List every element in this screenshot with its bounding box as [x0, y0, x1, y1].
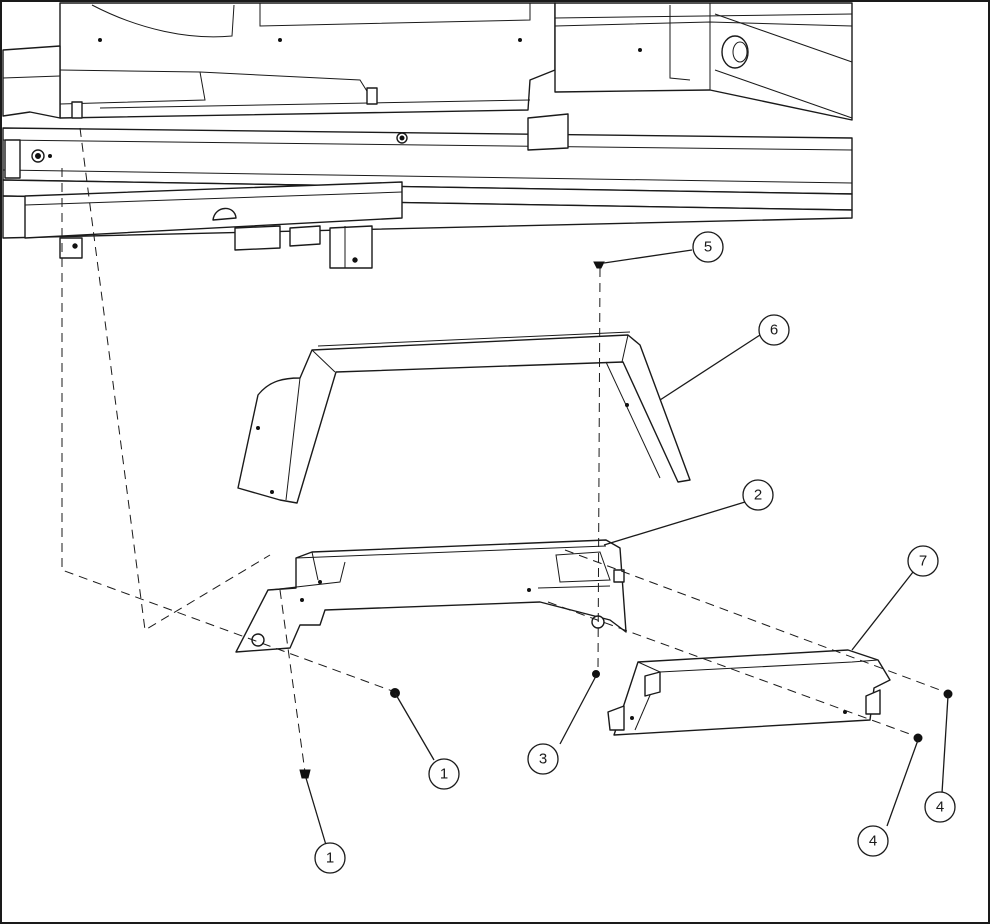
- callout-number: 1: [440, 766, 448, 783]
- callout-balloon-5: 5: [692, 231, 724, 263]
- nut-3: [592, 670, 600, 678]
- callout-number: 7: [919, 553, 927, 570]
- callout-number: 4: [936, 799, 944, 816]
- callout-number: 3: [539, 751, 547, 768]
- part-6-fender-arch: [237, 331, 691, 504]
- part-2-lower-bracket: [235, 539, 627, 653]
- callout-leaders: [305, 249, 949, 846]
- nut-4a: [913, 733, 923, 743]
- callout-balloon-1a: 1: [428, 758, 460, 790]
- callout-balloon-1b: 1: [314, 842, 346, 874]
- callout-number: 1: [326, 850, 334, 867]
- assembly-dashed-lines: [61, 127, 949, 773]
- callout-number: 5: [704, 239, 712, 256]
- callout-balloon-6: 6: [758, 314, 790, 346]
- callout-balloon-4b: 4: [924, 791, 956, 823]
- part-7-side-bracket: [607, 649, 891, 736]
- callout-number: 4: [869, 833, 877, 850]
- callout-balloon-3: 3: [527, 743, 559, 775]
- callout-balloon-2: 2: [742, 479, 774, 511]
- callout-balloon-7: 7: [907, 545, 939, 577]
- callout-number: 2: [754, 487, 762, 504]
- callout-balloon-4a: 4: [857, 825, 889, 857]
- callout-number: 6: [770, 322, 778, 339]
- screw-5: [593, 261, 605, 269]
- bolt-1: [299, 769, 311, 779]
- vehicle-frame-assembly: [2, 2, 853, 269]
